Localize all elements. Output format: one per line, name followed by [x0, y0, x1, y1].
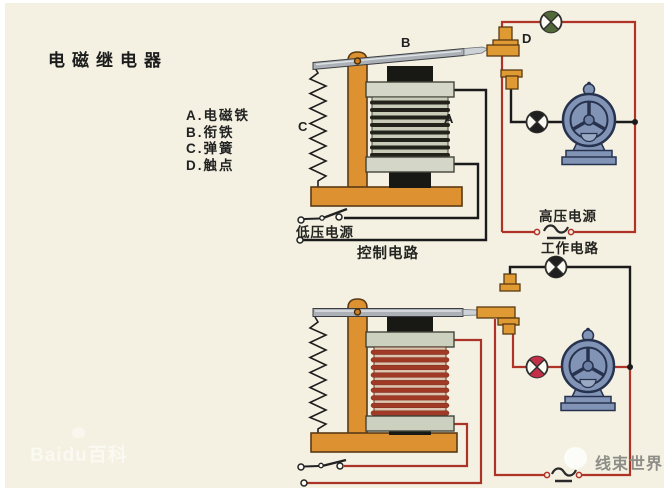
motor-icon-lower [560, 327, 616, 412]
lamp-icon-black [544, 255, 568, 279]
high-voltage-source-label: 高压电源 [539, 209, 597, 224]
coil-icon-upper [365, 66, 455, 188]
marker-spring: C [298, 119, 308, 134]
brand-logo-icon [564, 447, 587, 469]
contact-d-icon [486, 26, 520, 57]
switch-icon-upper [297, 207, 348, 224]
armature-lower [312, 308, 485, 317]
armature-upper [312, 46, 489, 71]
legend-item-a: A.电磁铁 [186, 108, 250, 123]
closed-contact-icon [497, 317, 520, 335]
working-circuit-label: 工作电路 [541, 241, 599, 256]
pivot-dot [353, 57, 362, 65]
armature-contact-bar [476, 306, 516, 319]
legend-item-d: D.触点 [186, 157, 235, 173]
terminal-dot [300, 479, 308, 487]
marker-electromagnet: A [444, 111, 454, 126]
pivot-dot [353, 308, 362, 316]
terminal-dot [296, 236, 304, 244]
lower-black-rail [508, 265, 632, 367]
lamp-icon-black [525, 110, 549, 134]
relay-post [347, 298, 368, 438]
legend-item-c: C.弹簧 [186, 141, 235, 156]
junction-dot [627, 364, 633, 370]
low-voltage-source-label: 低压电源 [296, 225, 354, 240]
relay-base [310, 432, 458, 453]
brand-watermark: 线束世界 [595, 456, 664, 473]
marker-armature: B [401, 35, 411, 50]
relay-post [347, 51, 368, 193]
paper-background [5, 3, 664, 488]
upper-relay [308, 26, 523, 207]
lower-relay [308, 273, 521, 453]
baidu-paw-icon [72, 427, 85, 438]
coil-icon-lower [365, 316, 455, 435]
junction-dot [632, 119, 638, 125]
control-circuit-label: 控制电路 [357, 246, 419, 262]
spring-icon [308, 316, 328, 433]
hanging-contact-icon [499, 273, 521, 292]
motor-icon-upper [561, 81, 617, 166]
lamp-icon-red [525, 355, 549, 379]
ac-source-icon-upper [533, 224, 575, 240]
relay-base [310, 186, 463, 207]
page-title: 电磁继电器 [48, 51, 168, 70]
lower-control-circuit-wires [306, 338, 483, 485]
upper-working-circuit-wires [500, 20, 637, 234]
baidu-watermark: Baidu百科 [30, 445, 128, 466]
spring-icon [308, 67, 328, 188]
ac-source-icon-lower [543, 467, 583, 483]
parts-legend: A.电磁铁 B.衔铁 C.弹簧 D.触点 [186, 108, 250, 174]
marker-contact: D [522, 31, 532, 46]
lamp-icon-green [539, 10, 563, 34]
switch-icon-lower [297, 458, 347, 471]
fixed-contact-icon [500, 69, 523, 90]
legend-item-b: B.衔铁 [186, 124, 235, 140]
